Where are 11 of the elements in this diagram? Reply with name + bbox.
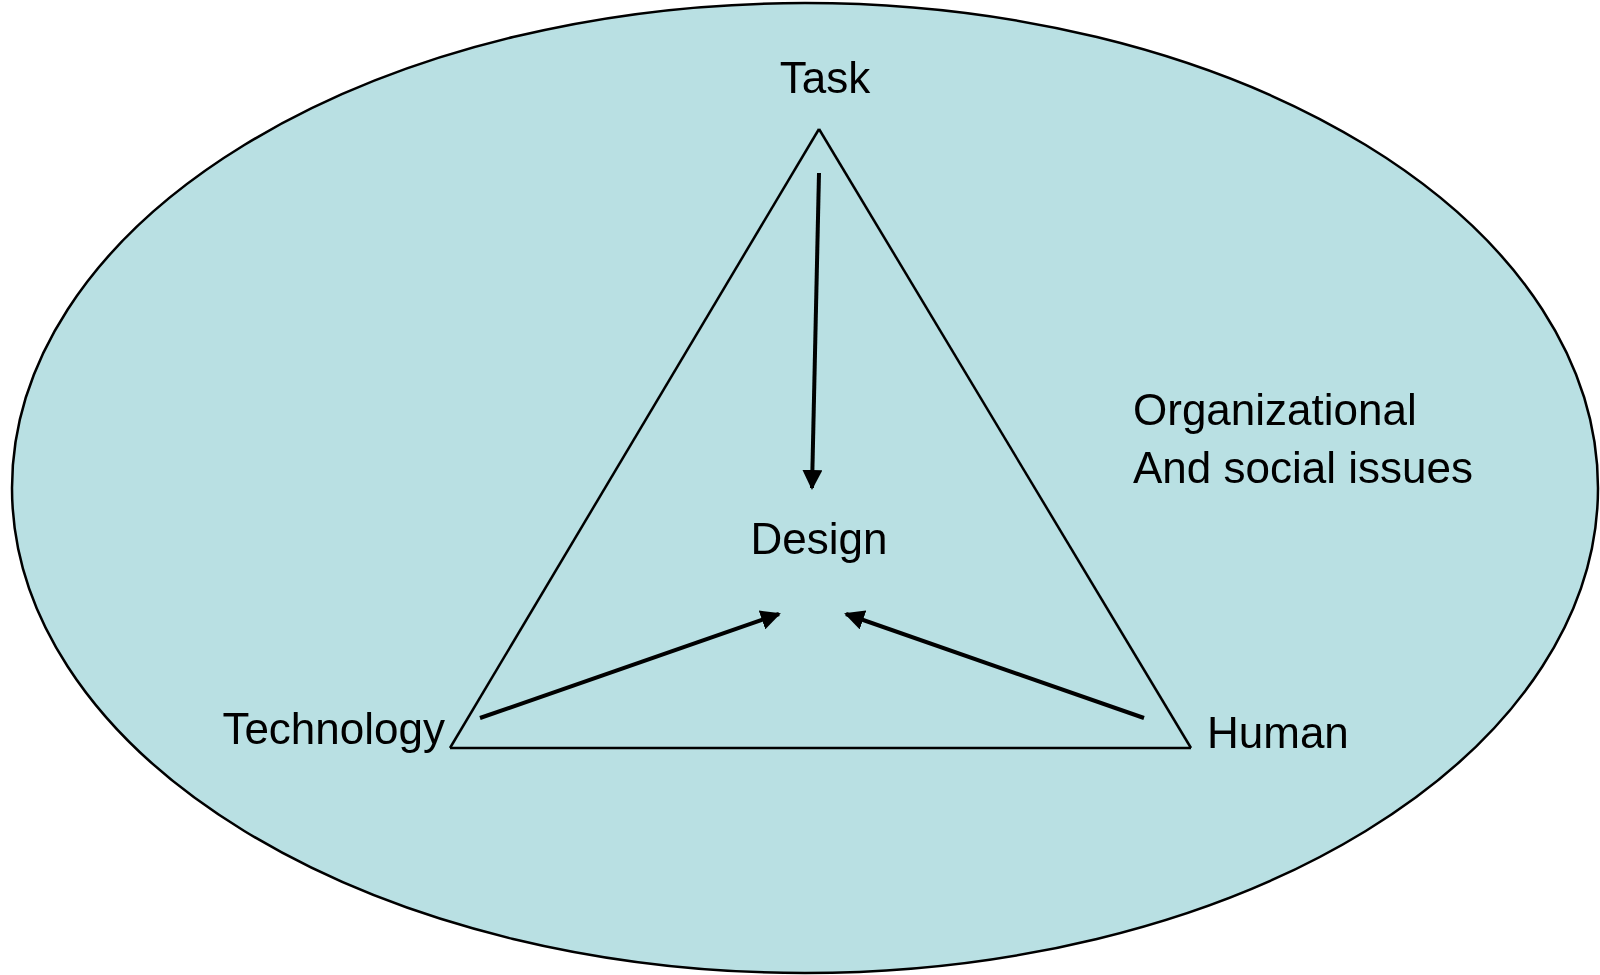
triangle-side xyxy=(450,746,1191,750)
triangle-side xyxy=(448,128,821,749)
node-label: Design xyxy=(750,514,888,564)
node-label: Task xyxy=(779,53,871,103)
region-label: Organizational And social issues xyxy=(1133,384,1473,494)
arrow xyxy=(802,172,823,490)
node-label: Human xyxy=(1207,708,1349,758)
node-label: Technology xyxy=(222,704,445,754)
arrow xyxy=(844,610,1145,720)
arrow xyxy=(479,610,781,720)
triangle-side xyxy=(817,128,1193,749)
